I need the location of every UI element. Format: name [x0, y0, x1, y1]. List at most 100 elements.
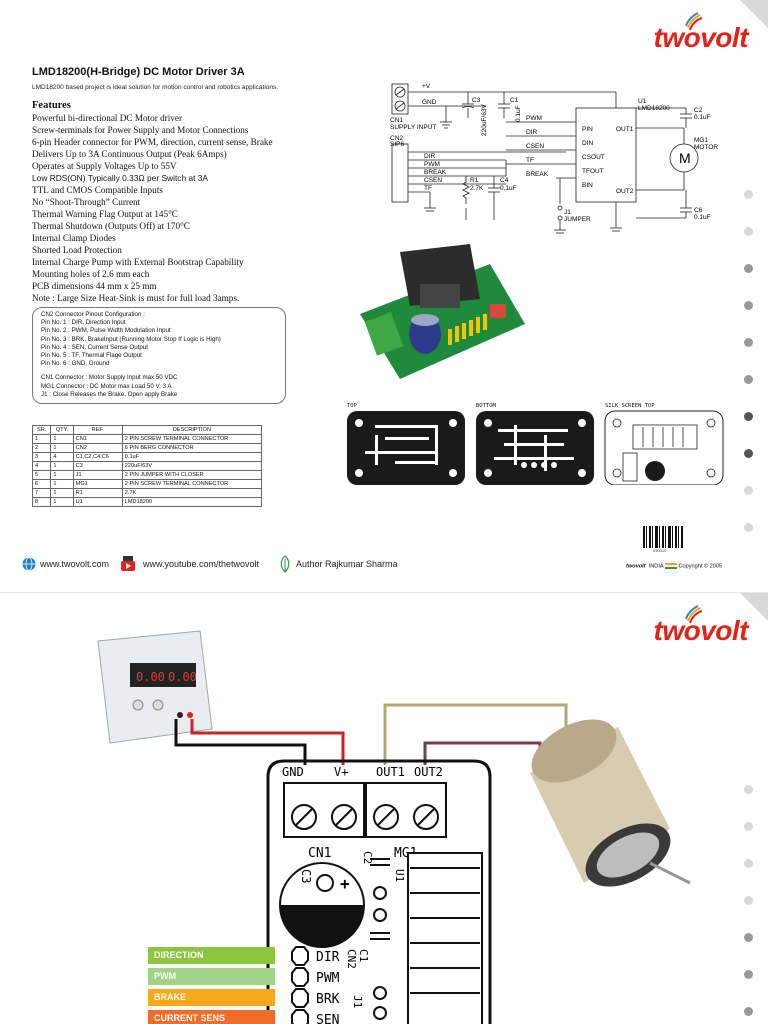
leaf-icon: [280, 555, 290, 573]
table-cell: C3: [72, 461, 123, 471]
table-cell: 220uF/63V: [121, 461, 263, 471]
ic-pin-label: BIN: [582, 182, 593, 189]
pcb-silkscreen-layout: [604, 410, 724, 485]
footer-brand: twovolt: [626, 563, 646, 570]
pcb-photo: [360, 244, 525, 379]
layout-caption: TOP: [347, 403, 357, 409]
table-cell: U1: [72, 497, 123, 507]
page-subtitle: LMD18200 based project is ideal solution…: [32, 84, 279, 91]
signal-legend: DIRECTION PWM BRAKE CURRENT SENS: [148, 947, 275, 1024]
feature-item: Delivers Up to 3A Continuous Output (Pea…: [32, 149, 227, 159]
schematic-label: BREAK: [424, 169, 447, 176]
schematic-label: +V: [422, 83, 431, 90]
table-cell: 6: [31, 479, 52, 489]
brand-logo: twovolt: [653, 22, 749, 53]
page-dots: [744, 785, 754, 1024]
page-dot: [744, 822, 753, 831]
schematic-label: LMD18200: [638, 105, 670, 112]
feature-item: Note : Large Size Heat-Sink is must for …: [32, 293, 240, 303]
table-cell: 7: [31, 488, 52, 498]
ic-pin-label: OUT1: [616, 126, 634, 133]
silk-label: U1: [393, 869, 406, 882]
datasheet-page: twovolt LMD18200(H-Bridge) DC Motor Driv…: [22, 0, 768, 573]
table-cell: C1,C2,C4,C6: [72, 452, 123, 462]
table-cell: 6 PIN BERG CONNECTOR: [121, 443, 263, 453]
schematic-label: 0.1uF: [515, 105, 522, 122]
schematic-label: 220uF/63V: [481, 104, 488, 136]
table-cell: CN2: [72, 443, 123, 453]
feature-item: Thermal Shutdown (Outputs Off) at 170°C: [32, 221, 190, 231]
page-dot: [744, 933, 753, 942]
silk-label: BRK: [316, 992, 340, 1007]
table-cell: 1: [50, 479, 74, 489]
schematic-label: CN1: [390, 117, 403, 124]
feature-item: Thermal Warning Flag Output at 145°C: [32, 209, 178, 219]
layout-caption: BOTTOM: [476, 403, 496, 409]
schematic-label: MOTOR: [694, 144, 718, 151]
column-header: QTY.: [50, 425, 74, 435]
schematic-label: MG1: [694, 137, 708, 144]
schematic-label: 0.1uF: [694, 114, 711, 121]
schematic-label: CSEN: [526, 143, 544, 150]
feature-item: Operates at Supply Voltages Up to 55V: [32, 161, 177, 171]
schematic-label: C6: [694, 207, 703, 214]
website-link[interactable]: www.twovolt.com: [40, 559, 110, 569]
table-cell: 1: [50, 461, 74, 471]
table-cell: 1: [50, 434, 74, 444]
page-dot: [744, 970, 753, 979]
silk-label: CN1: [308, 846, 331, 861]
schematic-label: PWM: [424, 161, 440, 168]
table-cell: 2 PIN JUMPER WITH CLOSER: [121, 470, 263, 480]
table-cell: CN1: [72, 434, 123, 444]
silk-label: J1: [351, 995, 364, 1008]
silk-label: C3: [299, 869, 313, 883]
table-cell: MG1: [72, 479, 123, 489]
table-cell: 1: [50, 497, 74, 507]
youtube-link[interactable]: www.youtube.com/thetwovolt: [143, 559, 260, 569]
legend-direction: DIRECTION: [148, 947, 275, 964]
india-flag-icon: [664, 563, 677, 569]
features-heading: Features: [32, 100, 71, 111]
legend-pwm: PWM: [148, 968, 275, 985]
flame-icon: [685, 12, 703, 31]
footer-country: INDIA: [648, 563, 664, 570]
page-dot: [744, 859, 753, 868]
table-cell: 2: [31, 443, 52, 453]
legend-current-sense: CURRENT SENS: [148, 1010, 275, 1024]
page-title: LMD18200(H-Bridge) DC Motor Driver 3A: [32, 66, 245, 78]
pinout-line: Pin No. 1 : DIR, Direction Input: [41, 319, 126, 327]
schematic-label: SIP6: [390, 141, 404, 148]
page-dot: [744, 301, 753, 310]
silk-label: PWM: [316, 971, 340, 986]
schematic-label: J1: [564, 209, 571, 216]
table-cell: 5: [31, 470, 52, 480]
barcode-icon: [643, 526, 683, 548]
pinout-line: Pin No. 6 : GND, Ground: [41, 360, 110, 368]
table-cell: R1: [72, 488, 123, 498]
column-header: DESCRIPTION: [121, 425, 263, 435]
feature-item: PCB dimensions 44 mm x 25 mm: [32, 281, 157, 291]
schematic-label: C3: [472, 97, 481, 104]
schematic-label: C2: [694, 107, 703, 114]
page-dot: [744, 785, 753, 794]
feature-item: Internal Charge Pump with External Boots…: [32, 257, 244, 267]
circuit-schematic: +V GND CN1 SUPPLY INPUT C3 220uF/63V C1 …: [390, 83, 718, 234]
schematic-label: DIR: [424, 153, 436, 160]
schematic-label: R1: [470, 177, 479, 184]
column-header: REF.: [72, 425, 123, 435]
terminal-label: V+: [334, 765, 348, 779]
features-list: Powerful bi-directional DC Motor driver …: [32, 112, 332, 304]
schematic-label: JUMPER: [564, 216, 591, 223]
globe-icon: [22, 557, 36, 571]
plus-icon: +: [340, 874, 350, 893]
brand-logo: twovolt: [653, 615, 749, 646]
table-cell: 8: [31, 497, 52, 507]
schematic-label: PWM: [526, 115, 542, 122]
